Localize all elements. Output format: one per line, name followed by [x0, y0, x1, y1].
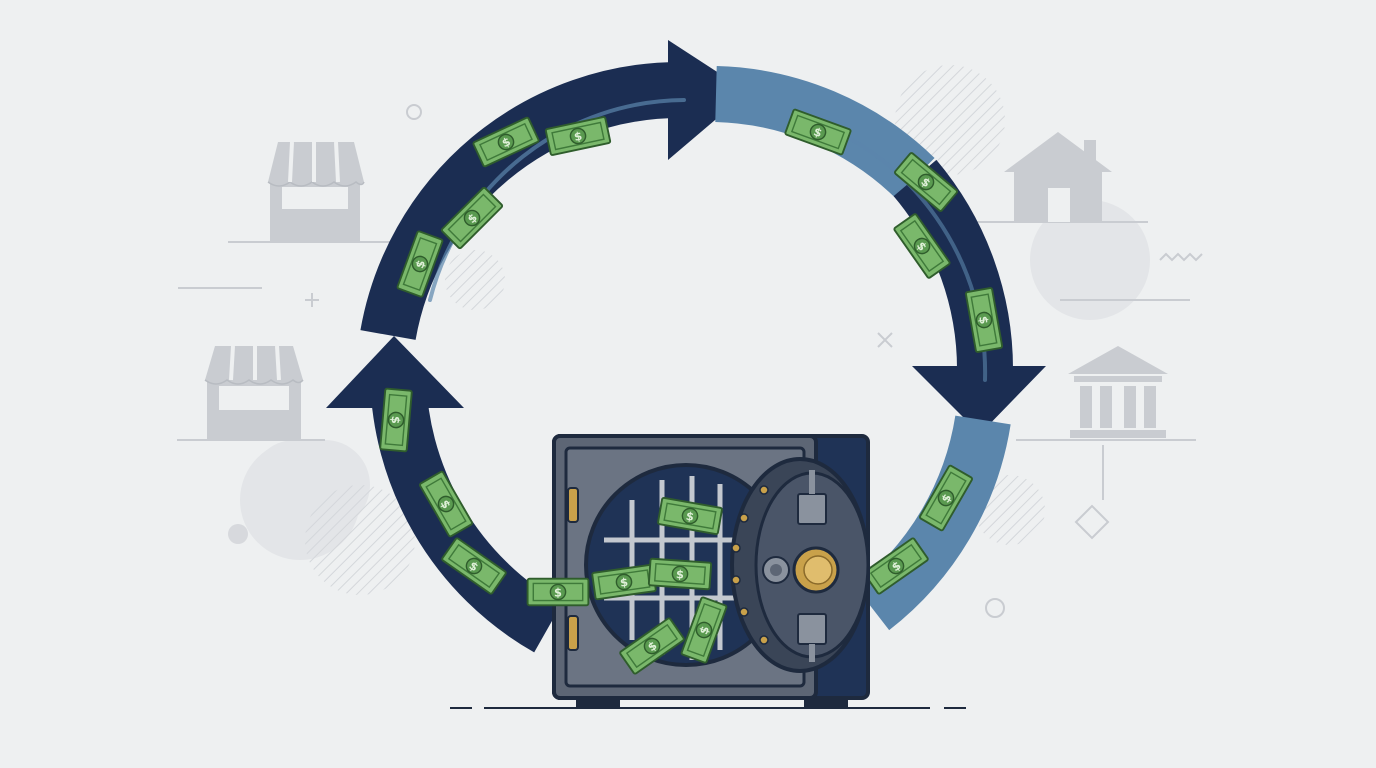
storefront-icon: [177, 345, 325, 441]
banknote-icon: $: [472, 116, 540, 168]
currency-symbol: $: [619, 575, 629, 590]
banknote-icon: $: [893, 213, 951, 279]
banknotes-group: $$$$$$$$$$$$$: [379, 108, 1004, 595]
banknote-icon: $: [893, 152, 959, 212]
banknote-icon: $: [379, 387, 413, 453]
currency-symbol: $: [976, 315, 991, 325]
currency-symbol: $: [676, 567, 685, 582]
currency-symbol: $: [685, 509, 695, 524]
banknotes-spill-group: $$$$$$: [526, 496, 728, 675]
banknote-icon: $: [680, 596, 728, 664]
banknote-icon: $: [964, 287, 1004, 353]
banknote-icon: $: [619, 617, 685, 675]
banknote-icon: $: [863, 537, 929, 595]
banknote-icon: $: [526, 577, 590, 607]
banknote-icon: $: [647, 557, 713, 591]
banknote-icon: $: [919, 464, 973, 532]
background-decor: [178, 65, 1203, 618]
bank-icon: [1016, 346, 1196, 441]
banknote-icon: $: [441, 537, 507, 595]
banknote-icon: $: [657, 496, 723, 536]
banknote-icon: $: [440, 186, 504, 250]
banknote-icon: $: [396, 230, 444, 298]
currency-symbol: $: [388, 415, 403, 424]
banknote-icon: $: [544, 116, 612, 156]
storefront-icon: [228, 141, 390, 243]
currency-symbol: $: [573, 129, 584, 144]
currency-symbol: $: [554, 585, 562, 599]
banknote-icon: $: [784, 108, 852, 156]
banknote-icon: $: [419, 470, 473, 538]
house-icon: [964, 132, 1148, 223]
